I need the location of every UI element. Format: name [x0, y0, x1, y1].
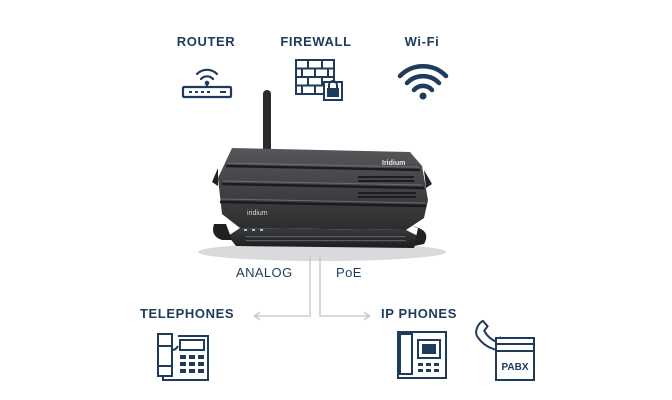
device-front	[228, 228, 418, 248]
firewall-label: FIREWALL	[280, 34, 352, 49]
firewall-icon	[295, 59, 343, 101]
poe-connector	[319, 256, 370, 317]
pabx-text: PABX	[501, 362, 528, 373]
wifi-label: Wi-Fi	[404, 34, 440, 49]
router-label: ROUTER	[176, 34, 236, 49]
pabx-icon: PABX	[475, 319, 535, 381]
poe-label: PoE	[336, 265, 362, 280]
desk-telephone-icon	[157, 333, 209, 381]
router-icon	[181, 68, 233, 99]
telephones-label: TELEPHONES	[140, 306, 235, 321]
brand-front-text: iridium	[247, 210, 268, 217]
analog-label: ANALOG	[236, 265, 293, 280]
ip-phone-icon	[397, 331, 447, 379]
ip-phones-label: IP PHONES	[381, 306, 457, 321]
brand-top-text: Iridium	[382, 160, 405, 167]
wifi-icon	[397, 64, 449, 100]
analog-connector	[254, 256, 311, 317]
antenna	[263, 90, 271, 156]
